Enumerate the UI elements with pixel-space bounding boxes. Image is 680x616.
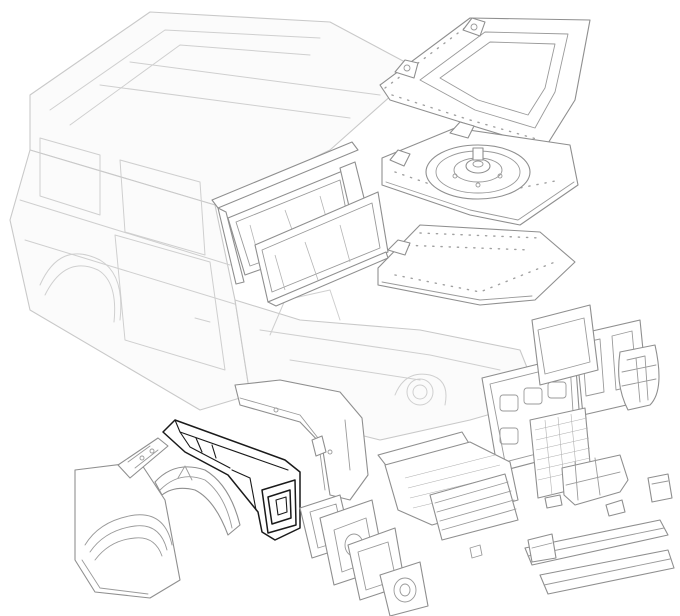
- windscreen-glass-frame: [254, 191, 389, 307]
- seat-cushion: [561, 454, 629, 506]
- gasket-panels: [299, 494, 429, 616]
- front-wing-outer: [74, 461, 181, 599]
- radiator-panel: [377, 431, 519, 541]
- roof-hatch-panel: [379, 17, 591, 149]
- spare-wheel-panel: [381, 121, 579, 226]
- front-grille: [618, 344, 660, 411]
- bonnet-panel: [377, 224, 576, 306]
- inner-wheel-arch: [154, 465, 241, 536]
- front-wing-top: [234, 379, 369, 501]
- wing-bracket: [117, 437, 169, 479]
- wing-inner-panel[interactable]: [162, 419, 301, 541]
- small-brackets: [469, 494, 626, 559]
- bumper-end-caps: [527, 473, 673, 563]
